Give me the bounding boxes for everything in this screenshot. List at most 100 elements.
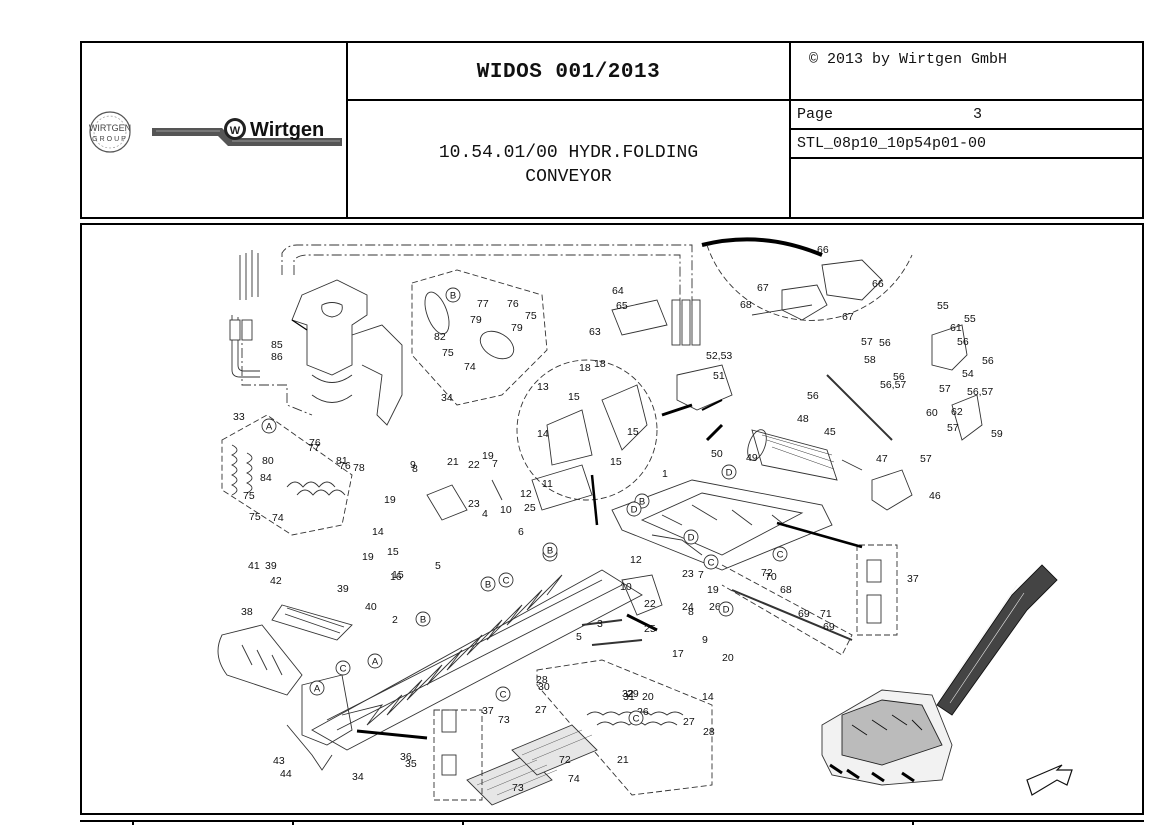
- part-callout: 44: [280, 768, 292, 780]
- group-label-circle: [445, 287, 461, 303]
- part-callout: 75: [442, 347, 454, 359]
- part-callout: 21: [617, 754, 629, 766]
- group-label-letter: B: [485, 580, 491, 591]
- part-callout: 15: [627, 426, 639, 438]
- part-callout: 70: [765, 571, 777, 583]
- part-callout: 9: [702, 634, 708, 646]
- assembly-description: 10.54.01/00 HYDR.FOLDING CONVEYOR: [348, 141, 789, 189]
- group-label-letter: C: [708, 558, 715, 569]
- drawing-linework: [217, 237, 1073, 806]
- group-label-circle: [772, 546, 788, 562]
- part-callout: 31: [623, 691, 635, 703]
- part-callout: 22: [644, 598, 656, 610]
- group-label-circle: [498, 572, 514, 588]
- part-callout: 23: [468, 498, 480, 510]
- group-label-letter: C: [340, 664, 347, 675]
- group-label-circle: [495, 686, 511, 702]
- part-callout: 56,57: [967, 386, 993, 398]
- stl-cell: STL_08p10_10p54p01-00: [791, 130, 1142, 159]
- part-callout: 34: [441, 392, 453, 404]
- part-callout: 48: [797, 413, 809, 425]
- part-callout: 46: [929, 490, 941, 502]
- part-callout: 24: [682, 601, 694, 613]
- part-callout: 40: [365, 601, 377, 613]
- part-callout: 57: [920, 453, 932, 465]
- description-line-1: 10.54.01/00 HYDR.FOLDING: [438, 143, 699, 163]
- part-callout: 13: [537, 381, 549, 393]
- part-callout: 79: [470, 314, 482, 326]
- part-callout: 49: [746, 452, 758, 464]
- part-callout: 32: [622, 688, 634, 700]
- group-label: C: [495, 686, 511, 702]
- group-label: C: [703, 554, 719, 570]
- part-callout: 54: [962, 368, 974, 380]
- group-label-layer: AAABBBBBBCCCCCCDDDD: [261, 287, 788, 726]
- part-callout: 37: [482, 705, 494, 717]
- part-callout: 56: [879, 337, 891, 349]
- part-callout: 76: [339, 460, 351, 472]
- group-label-circle: [628, 710, 644, 726]
- part-callout: 74: [464, 361, 476, 373]
- part-callout: 30: [538, 681, 550, 693]
- part-callout: 26: [637, 706, 649, 718]
- part-callout: 34: [352, 771, 364, 783]
- part-callout: 71: [820, 608, 832, 620]
- part-callout: 7: [492, 458, 498, 470]
- part-callout: 67: [842, 311, 854, 323]
- part-callout: 66: [817, 244, 829, 256]
- group-logo-text2: GROUP: [92, 136, 128, 143]
- part-callout: 56,57: [880, 379, 906, 391]
- part-callout: 29: [627, 688, 639, 700]
- part-callout: 19: [707, 584, 719, 596]
- part-callout: 57: [939, 383, 951, 395]
- group-label: C: [772, 546, 788, 562]
- part-callout: 22: [468, 459, 480, 471]
- part-callout: 69: [823, 621, 835, 633]
- group-label-circle: [683, 529, 699, 545]
- group-label-letter: A: [266, 422, 273, 433]
- group-label: C: [498, 572, 514, 588]
- part-callout: 10: [500, 504, 512, 516]
- part-callout: 6: [518, 526, 524, 538]
- part-callout: 56: [807, 390, 819, 402]
- group-label: C: [628, 710, 644, 726]
- part-callout: 55: [964, 313, 976, 325]
- group-label-circle: [415, 611, 431, 627]
- part-callout: 80: [262, 455, 274, 467]
- group-label-letter: D: [726, 468, 733, 479]
- part-callout: 73: [512, 782, 524, 794]
- part-callout: 15: [568, 391, 580, 403]
- part-callout: 1: [662, 468, 668, 480]
- part-callout: 39: [337, 583, 349, 595]
- part-callout: 75: [525, 310, 537, 322]
- group-label-letter: A: [314, 684, 321, 695]
- group-label: B: [480, 576, 496, 592]
- page-label: Page: [797, 106, 834, 123]
- part-callout: 14: [702, 691, 714, 703]
- part-callout: 38: [241, 606, 253, 618]
- part-callout: 19: [482, 450, 494, 462]
- part-callout: 12: [630, 554, 642, 566]
- part-callout: 75: [249, 511, 261, 523]
- brand-logo-text: Wirtgen: [250, 119, 324, 141]
- part-callout: 36: [400, 751, 412, 763]
- part-callout: 27: [683, 716, 695, 728]
- part-callout: 18: [579, 362, 591, 374]
- description-line-2: CONVEYOR: [525, 167, 612, 187]
- title-cell: WIDOS 001/2013: [348, 43, 791, 101]
- part-callout: 82: [434, 331, 446, 343]
- bottom-tick: [132, 820, 134, 825]
- part-callout: 56: [982, 355, 994, 367]
- group-label: D: [721, 464, 737, 480]
- group-label-circle: [309, 680, 325, 696]
- part-callout: 56: [957, 336, 969, 348]
- part-callout: 25: [644, 623, 656, 635]
- part-callout: 72: [559, 754, 571, 766]
- part-callout: 51: [713, 370, 725, 382]
- page-number: 3: [973, 106, 983, 123]
- part-callout: 56: [893, 371, 905, 383]
- part-callout: 43: [273, 755, 285, 767]
- group-label-letter: A: [372, 657, 379, 668]
- part-callout: 15: [610, 456, 622, 468]
